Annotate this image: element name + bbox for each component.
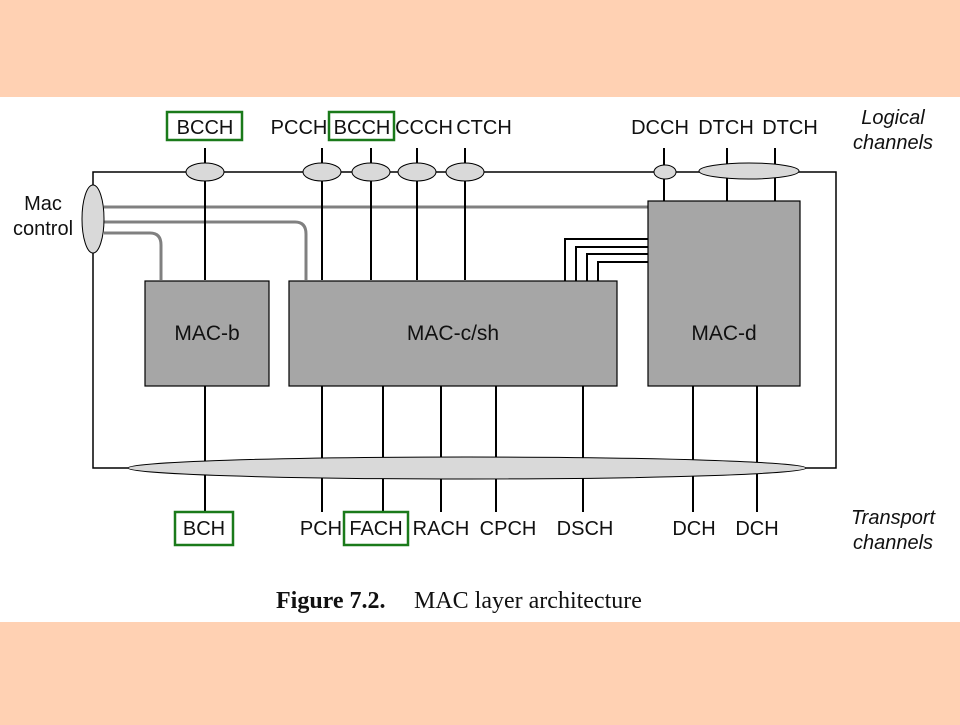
outer-left-line: [92, 230, 128, 469]
block-mac-d-label: MAC-d: [691, 322, 756, 345]
highlight-fach: [342, 510, 410, 547]
transport-channel-label: DCH: [735, 518, 778, 540]
logical-channel-label: DCCH: [631, 117, 689, 139]
transport-channel-label: RACH: [413, 518, 470, 540]
sap-ccch: [397, 162, 437, 182]
transport-channel-label: BCH: [183, 518, 225, 540]
mac-control-label-1: Mac: [24, 193, 62, 215]
csh-d-link-4: [597, 261, 650, 282]
block-mac-d: [647, 200, 801, 387]
csh-d-link-1: [564, 238, 650, 282]
mac-control-label-2: control: [13, 218, 73, 240]
logical-channel-label: DTCH: [698, 117, 754, 139]
logical-channel-label: CTCH: [456, 117, 512, 139]
block-mac-csh: [288, 280, 618, 387]
logical-channel-label: CCCH: [395, 117, 453, 139]
csh-d-link-2: [575, 246, 650, 282]
block-mac-b: [144, 280, 270, 387]
transport-channel-label: DCH: [672, 518, 715, 540]
figure-number: Figure 7.2.: [276, 588, 386, 614]
transport-channel-label: FACH: [349, 518, 402, 540]
sap-dcch: [653, 164, 677, 180]
logical-channel-label: DTCH: [762, 117, 818, 139]
outer-right-line: [92, 171, 837, 469]
block-mac-csh-label: MAC-c/sh: [407, 322, 499, 345]
highlight-bch: [173, 510, 235, 547]
sap-pcch: [302, 162, 342, 182]
logical-channel-label: BCCH: [334, 117, 391, 139]
control-link-mac-csh: [104, 220, 308, 280]
transport-sap: [127, 456, 807, 480]
logical-channel-label: BCCH: [177, 117, 234, 139]
csh-d-link-3: [586, 253, 650, 282]
transport-channel-label: CPCH: [480, 518, 537, 540]
transport-channels-label-2: channels: [853, 532, 933, 554]
transport-channels-label-1: Transport: [851, 507, 937, 529]
mac-control-sap: [81, 184, 105, 254]
logical-channels-label-1: Logical: [861, 107, 925, 129]
highlight-bcch-1: [165, 110, 244, 142]
sap-bcch-1: [185, 162, 225, 182]
logical-channel-label: PCCH: [271, 117, 328, 139]
figure-caption: MAC layer architecture: [414, 588, 642, 614]
sap-dtch: [698, 162, 800, 180]
sap-ctch: [445, 162, 485, 182]
control-link-mac-b: [104, 231, 163, 280]
transport-channel-label: DSCH: [557, 518, 614, 540]
block-mac-b-label: MAC-b: [174, 322, 239, 345]
sap-bcch-2: [351, 162, 391, 182]
highlight-bcch-2: [327, 110, 396, 142]
transport-channel-label: PCH: [300, 518, 342, 540]
logical-channels-label-2: channels: [853, 132, 933, 154]
